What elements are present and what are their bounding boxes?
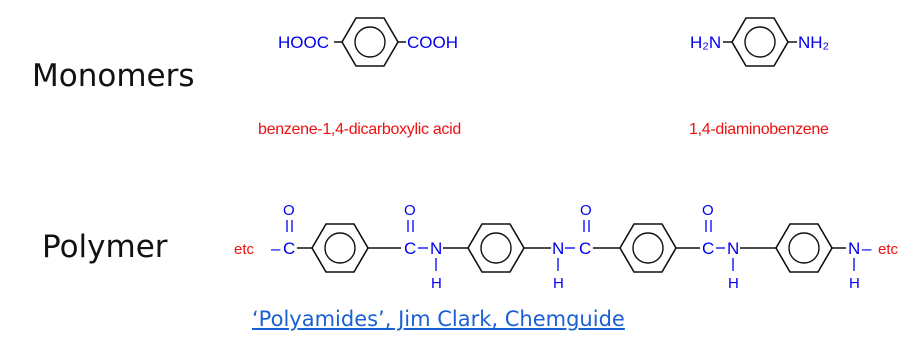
benzene-ring-icon	[775, 223, 833, 273]
carbonyl-carbon: C	[404, 239, 416, 258]
monomers-label: Monomers	[32, 58, 195, 94]
polymer-bond-dash: –	[862, 239, 872, 258]
carbonyl-oxygen: O	[580, 202, 592, 219]
amine-name-caption: 1,4-diaminobenzene	[689, 121, 829, 138]
benzene-ring-icon	[731, 17, 789, 67]
amide-hydrogen: H	[849, 275, 860, 292]
amide-nitrogen: N	[552, 239, 564, 258]
amide-hydrogen: H	[728, 275, 739, 292]
amide-nitrogen: N	[430, 239, 442, 258]
acid-right-group: COOH	[407, 33, 458, 52]
polymer-etc-left: etc	[234, 241, 255, 258]
acid-left-group: HOOC	[278, 33, 329, 52]
amide-nitrogen: N	[848, 239, 860, 258]
polymer-etc-right: etc	[878, 241, 899, 258]
polymer-label: Polymer	[42, 229, 168, 265]
carbonyl-oxygen: O	[404, 202, 416, 219]
benzene-ring-icon	[467, 223, 525, 273]
benzene-ring-icon	[341, 17, 399, 67]
carbonyl-oxygen: O	[702, 202, 714, 219]
amine-left-group: H₂N	[690, 33, 721, 52]
amide-hydrogen: H	[553, 275, 564, 292]
carbonyl-carbon: C	[579, 239, 591, 258]
amide-nitrogen: N	[727, 239, 739, 258]
carbonyl-carbon: C	[702, 239, 714, 258]
acid-name-caption: benzene-1,4-dicarboxylic acid	[258, 121, 461, 138]
carbonyl-carbon: C	[283, 239, 295, 258]
benzene-ring-icon	[311, 223, 369, 273]
citation-link[interactable]: ‘Polyamides’, Jim Clark, Chemguide	[252, 307, 625, 331]
benzene-ring-icon	[619, 223, 677, 273]
amide-hydrogen: H	[431, 275, 442, 292]
carbonyl-oxygen: O	[283, 202, 295, 219]
amine-right-group: NH₂	[798, 33, 829, 52]
polymer-bond-dash: –	[271, 239, 281, 258]
